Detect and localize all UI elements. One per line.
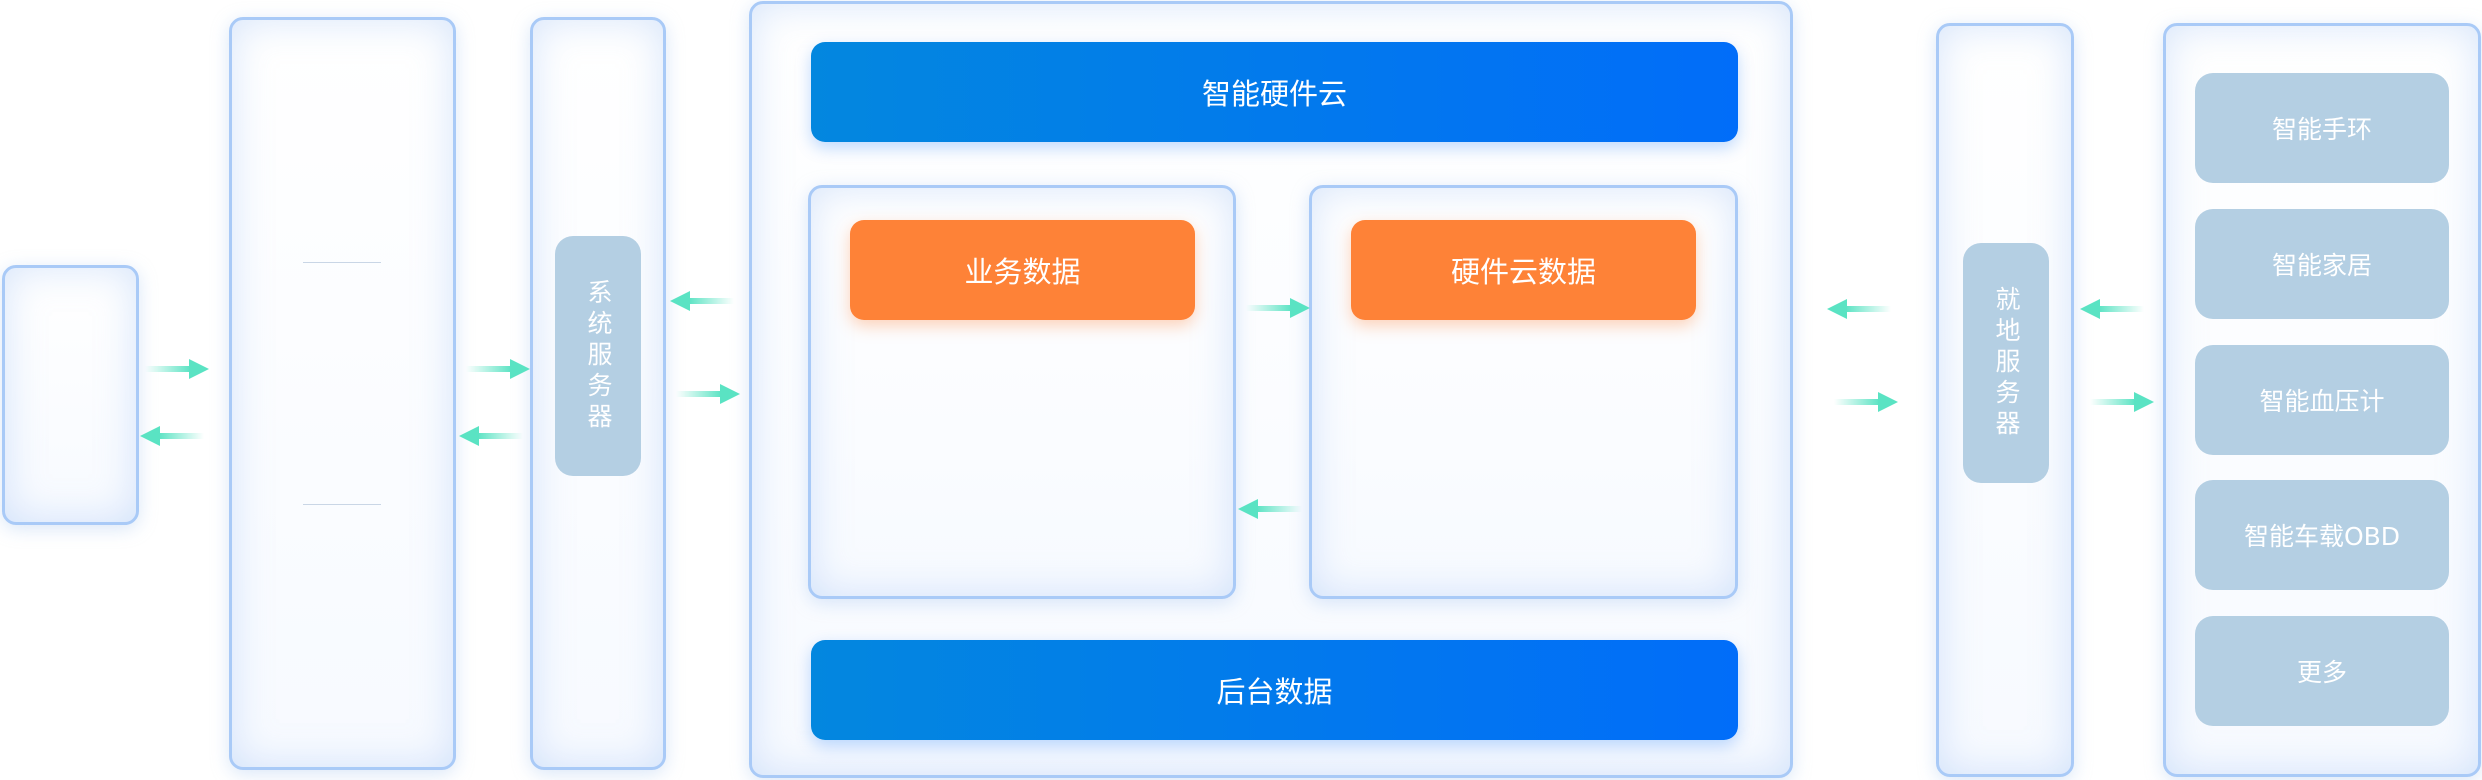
- arrow-left-system-server-to-app: [459, 426, 523, 446]
- device-smart-band: 智能手环: [2195, 73, 2449, 183]
- arrow-left-hardware-cloud-to-business: [1238, 499, 1302, 519]
- device-car-obd: 智能车载OBD: [2195, 480, 2449, 590]
- backend-data-bar: 后台数据: [811, 640, 1738, 740]
- arrow-left-app-to-client: [140, 426, 204, 446]
- device-blood-pressure-meter: 智能血压计: [2195, 345, 2449, 455]
- arrow-right-business-to-hardware-cloud: [1246, 298, 1310, 318]
- arrow-left-cloud-to-system-server: [670, 291, 734, 311]
- arrow-right-app-to-system-server: [466, 359, 530, 379]
- client-panel: [2, 265, 139, 525]
- business-data-bar: 业务数据: [850, 220, 1195, 320]
- app-panel: [229, 17, 456, 770]
- device-more: 更多: [2195, 616, 2449, 726]
- app-panel-divider-top: [303, 262, 381, 263]
- arrow-right-system-server-to-cloud: [676, 384, 740, 404]
- arrow-right-local-server-to-devices: [2090, 392, 2154, 412]
- local-server-label: 就地服务器: [1963, 243, 2049, 483]
- arrow-left-devices-to-local-server: [2080, 299, 2144, 319]
- app-panel-divider-bottom: [303, 504, 381, 505]
- hardware-cloud-data-bar: 硬件云数据: [1351, 220, 1696, 320]
- arrow-left-local-server-to-cloud: [1827, 299, 1891, 319]
- arrow-right-cloud-to-local-server: [1834, 392, 1898, 412]
- cloud-title-bar: 智能硬件云: [811, 42, 1738, 142]
- device-smart-home: 智能家居: [2195, 209, 2449, 319]
- arrow-right-client-to-app: [145, 359, 209, 379]
- system-server-label: 系统服务器: [555, 236, 641, 476]
